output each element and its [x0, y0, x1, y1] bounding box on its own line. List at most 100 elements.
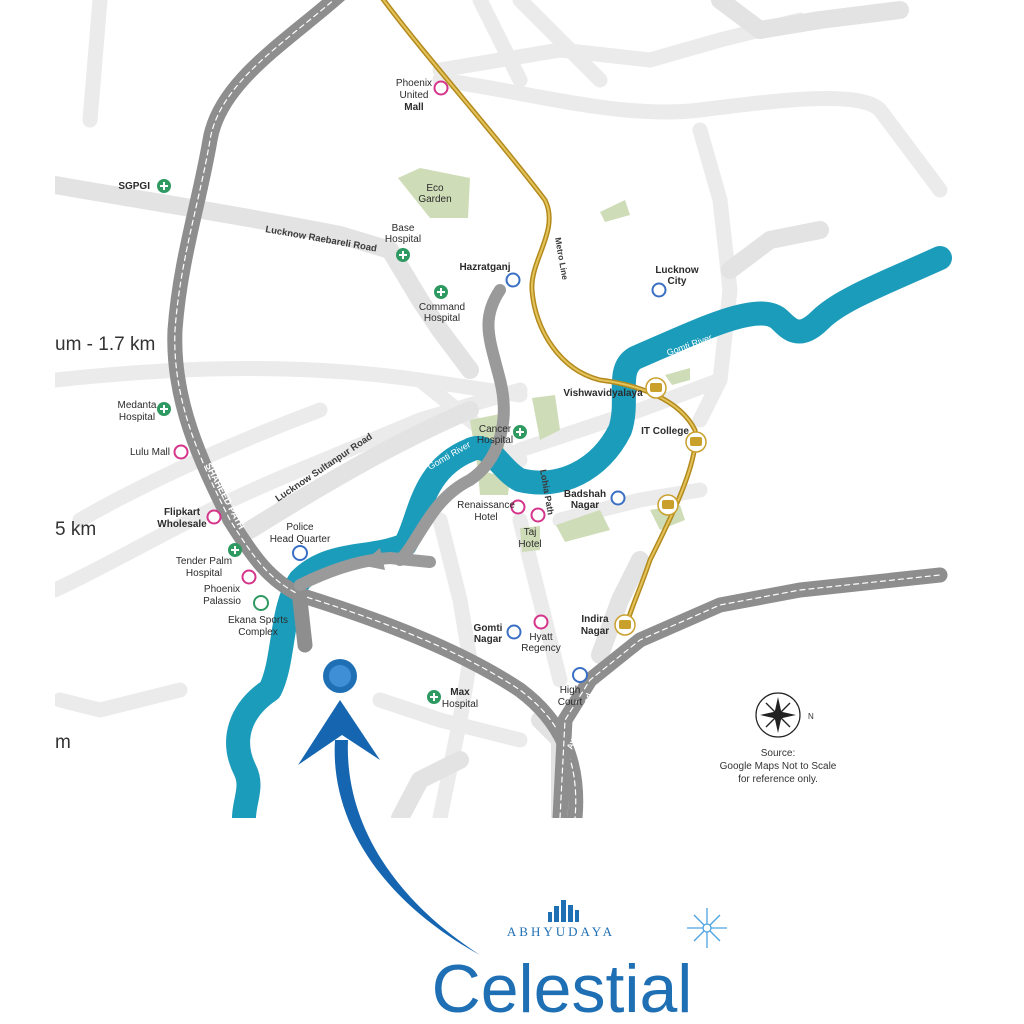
compass-icon: N: [755, 692, 814, 738]
shopping-cart-icon: [173, 444, 189, 460]
hyatt-regency-marker[interactable]: Hyatt Regency: [521, 614, 561, 655]
park: [520, 526, 540, 552]
park: [665, 368, 690, 385]
svg-text:Cancer: Cancer: [479, 424, 512, 435]
svg-text:Hotel: Hotel: [518, 539, 541, 550]
phoenix-united-mall-marker[interactable]: Phoenix United Mall: [396, 78, 449, 113]
svg-text:Source:: Source:: [761, 748, 795, 759]
brand-title: Celestial: [432, 951, 693, 1024]
park: [532, 395, 560, 440]
compass-north-label: N: [808, 712, 814, 721]
hotel-icon: [533, 614, 549, 630]
flipkart-wholesale-marker[interactable]: Flipkart Wholesale: [157, 507, 222, 530]
pointer-arrow: [298, 700, 480, 955]
park: [600, 200, 630, 222]
high-court-marker[interactable]: High Court: [558, 667, 588, 708]
svg-text:Regency: Regency: [521, 643, 560, 654]
tender-palm-hospital-marker[interactable]: Tender Palm Hospital: [176, 543, 242, 579]
svg-text:Nagar: Nagar: [581, 626, 609, 637]
stadium-icon: [253, 595, 269, 611]
renaissance-hotel-marker[interactable]: Renaissance Hotel: [457, 499, 526, 523]
svg-text:Mall: Mall: [404, 102, 424, 113]
svg-text:Command: Command: [419, 302, 465, 313]
shopping-cart-icon: [241, 569, 257, 585]
transit-icon: [610, 490, 626, 506]
svg-text:Hospital: Hospital: [442, 699, 478, 710]
svg-text:Hyatt: Hyatt: [529, 632, 553, 643]
svg-text:Hospital: Hospital: [424, 313, 460, 324]
transit-icon: [651, 282, 667, 298]
transit-icon: [505, 272, 521, 288]
svg-text:Hospital: Hospital: [119, 412, 155, 423]
svg-text:Palassio: Palassio: [203, 596, 241, 607]
svg-text:Google Maps Not to Scale: Google Maps Not to Scale: [720, 761, 837, 772]
svg-text:Lucknow: Lucknow: [655, 265, 699, 276]
park: [556, 510, 610, 542]
hotel-icon: [510, 499, 526, 515]
svg-text:Gomti: Gomti: [474, 623, 503, 634]
ekana-sports-complex-marker[interactable]: Ekana Sports Complex: [228, 595, 288, 638]
svg-text:Lulu Mall: Lulu Mall: [130, 447, 170, 458]
svg-text:Garden: Garden: [418, 194, 451, 205]
brand-logo: ABHYUDAYA Celestial: [432, 900, 727, 1024]
building-icon: [292, 545, 308, 561]
command-hospital-marker[interactable]: Command Hospital: [419, 285, 465, 324]
cancer-hospital-marker[interactable]: Cancer Hospital: [477, 424, 527, 446]
eco-garden-label: Eco Garden: [418, 183, 451, 205]
project-location-marker[interactable]: [323, 659, 357, 693]
badshah-nagar-marker[interactable]: Badshah Nagar: [564, 489, 626, 511]
brand-subtitle: ABHYUDAYA: [507, 924, 615, 939]
svg-text:Hospital: Hospital: [477, 435, 513, 446]
max-hospital-marker[interactable]: Max Hospital: [427, 687, 478, 710]
svg-text:Police: Police: [286, 522, 314, 533]
svg-text:Wholesale: Wholesale: [157, 519, 207, 530]
indira-nagar-metro-marker[interactable]: Indira Nagar: [581, 614, 636, 637]
it-college-metro-marker[interactable]: IT College: [641, 426, 707, 453]
svg-text:Renaissance: Renaissance: [457, 500, 515, 511]
svg-text:Hotel: Hotel: [474, 512, 497, 523]
svg-text:Eco: Eco: [426, 183, 444, 194]
svg-text:Hospital: Hospital: [385, 234, 421, 245]
poi-markers: Phoenix United Mall Eco Garden SGPGI Bas…: [118, 78, 707, 710]
svg-text:Phoenix: Phoenix: [396, 78, 432, 89]
svg-text:Taj: Taj: [524, 527, 537, 538]
svg-text:Medanta: Medanta: [118, 400, 157, 411]
metro-line-label: Metro Line: [553, 237, 570, 281]
distance-label: m: [55, 732, 71, 753]
svg-text:United: United: [400, 90, 429, 101]
gomti-nagar-marker[interactable]: Gomti Nagar: [474, 623, 522, 645]
svg-text:City: City: [668, 276, 687, 287]
phoenix-palassio-marker[interactable]: Phoenix Palassio: [203, 569, 257, 608]
eco-garden-park: [398, 168, 470, 218]
lulu-mall-marker[interactable]: Lulu Mall: [130, 444, 189, 460]
distance-label: um - 1.7 km: [55, 334, 155, 355]
police-hq-marker[interactable]: Police Head Quarter: [270, 522, 331, 561]
distance-label: 5 km: [55, 519, 96, 540]
court-icon: [572, 667, 588, 683]
base-hospital-marker[interactable]: Base Hospital: [385, 223, 421, 262]
svg-text:IT College: IT College: [641, 426, 689, 437]
svg-text:Hazratganj: Hazratganj: [459, 262, 510, 273]
taj-hotel-marker[interactable]: Taj Hotel: [518, 507, 546, 551]
svg-text:Max: Max: [450, 687, 470, 698]
svg-text:Indira: Indira: [581, 614, 609, 625]
medanta-hospital-marker[interactable]: Medanta Hospital: [118, 400, 171, 423]
vishwavidyalaya-metro-marker[interactable]: Vishwavidyalaya: [563, 377, 667, 399]
svg-text:Ekana Sports: Ekana Sports: [228, 615, 288, 626]
hotel-icon: [530, 507, 546, 523]
lucknow-city-marker[interactable]: Lucknow City: [651, 265, 699, 298]
svg-text:Nagar: Nagar: [474, 634, 502, 645]
svg-text:Flipkart: Flipkart: [164, 507, 201, 518]
metro-line: [380, 0, 699, 633]
svg-text:Court: Court: [558, 697, 583, 708]
svg-text:Hospital: Hospital: [186, 568, 222, 579]
sgpgi-marker[interactable]: SGPGI: [118, 179, 171, 193]
svg-text:Head Quarter: Head Quarter: [270, 534, 331, 545]
building-logo-icon: [548, 900, 579, 922]
source-note: Source: Google Maps Not to Scale for ref…: [720, 748, 837, 785]
hazratganj-marker[interactable]: Hazratganj: [459, 262, 521, 288]
metro-station-marker[interactable]: [657, 494, 679, 516]
star-sparkle-icon: [687, 908, 727, 948]
svg-text:SGPGI: SGPGI: [118, 181, 150, 192]
